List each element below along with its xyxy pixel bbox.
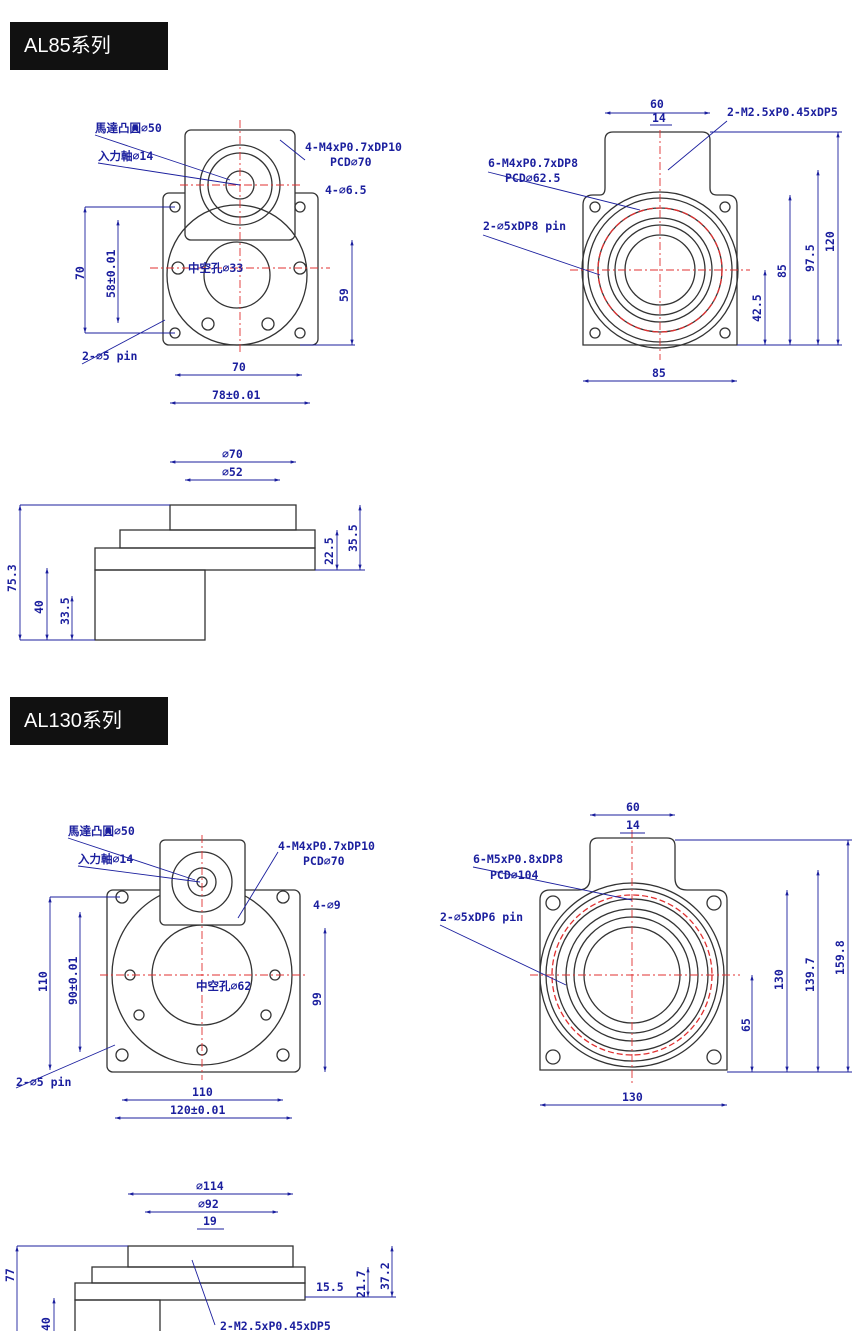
al85-pins-label: 2-⌀5 pin: [82, 349, 138, 363]
al130-side-tab-thread: 2-M2.5xP0.45xDP5: [220, 1319, 331, 1331]
al85-motor-boss-label: 馬達凸圓⌀50: [95, 121, 162, 135]
al130-pcd-label: PCD⌀70: [303, 854, 345, 868]
al85-dim-right: 59: [337, 288, 351, 302]
al130-rear-dim-center: 65: [739, 1018, 753, 1032]
al130-rear-dim-tab-inner: 14: [626, 818, 640, 832]
al130-holes-label: 4-⌀9: [313, 898, 341, 912]
al130-side-dim-hole-spacing: 19: [203, 1214, 217, 1228]
al130-side-view: [15, 1192, 396, 1331]
al130-side-dia-inner: ⌀92: [198, 1197, 219, 1211]
al85-rear-dim-total: 120: [823, 231, 837, 252]
al130-hollow-hole-label: 中空孔⌀62: [196, 979, 252, 993]
al130-pins-label: 2-⌀5 pin: [16, 1075, 72, 1089]
al130-rear-dim-total: 159.8: [833, 940, 847, 975]
al130-dim-right: 99: [310, 992, 324, 1006]
al85-hollow-hole-label: 中空孔⌀33: [188, 261, 244, 275]
al85-rear-pcd: PCD⌀62.5: [505, 171, 561, 185]
al85-rear-dim-tab-width: 60: [650, 97, 664, 111]
al130-rear-view: [439, 813, 852, 1107]
al85-rear-dim-mid: 97.5: [803, 244, 817, 272]
al130-dim-width-outer: 120±0.01: [170, 1103, 226, 1117]
al85-side-dim-lower: 22.5: [322, 537, 336, 565]
al85-holes-label: 4-⌀6.5: [325, 183, 367, 197]
al85-side-dia-inner: ⌀52: [222, 465, 243, 479]
al85-dim-pin-spacing: 58±0.01: [104, 249, 118, 298]
al85-dim-height: 70: [73, 266, 87, 280]
al85-rear-dim-plate: 85: [775, 264, 789, 278]
al85-rear-dim-width: 85: [652, 366, 666, 380]
al130-motor-boss-label: 馬達凸圓⌀50: [68, 824, 135, 838]
al130-input-shaft-label: 入力軸⌀14: [78, 852, 134, 866]
al130-side-dim-a: 15.5: [316, 1280, 344, 1294]
al130-side-dim-c: 37.2: [378, 1262, 392, 1290]
al85-rear-thread: 6-M4xP0.7xDP8: [488, 156, 579, 170]
al85-rear-dim-center: 42.5: [750, 294, 764, 322]
al130-thread-label: 4-M4xP0.7xDP10: [278, 839, 375, 853]
al85-input-shaft-label: 入力軸⌀14: [98, 149, 154, 163]
al130-rear-dim-tab-width: 60: [626, 800, 640, 814]
al85-side-view: [18, 460, 365, 641]
section-title-al130: AL130系列: [10, 697, 168, 745]
al130-rear-pcd: PCD⌀104: [490, 868, 539, 882]
al85-rear-dim-tab-inner: 14: [652, 111, 666, 125]
al85-pcd-label: PCD⌀70: [330, 155, 372, 169]
al85-side-dim-total: 75.3: [5, 564, 19, 592]
al85-dim-width-outer: 78±0.01: [212, 388, 261, 402]
al130-dim-pin-spacing: 90±0.01: [66, 956, 80, 1005]
al85-rear-pins: 2-⌀5xDP8 pin: [483, 219, 567, 233]
al85-thread-label: 4-M4xP0.7xDP10: [305, 140, 402, 154]
al85-rear-view: [482, 111, 842, 383]
al85-front-view: [81, 120, 355, 405]
al85-rear-tab-thread: 2-M2.5xP0.45xDP5: [727, 105, 838, 119]
al130-dim-height: 110: [36, 971, 50, 992]
al130-rear-pins: 2-⌀5xDP6 pin: [440, 910, 524, 924]
al130-front-view: [15, 835, 327, 1120]
al130-rear-dim-mid: 139.7: [803, 957, 817, 992]
al85-side-dim-upper: 35.5: [346, 524, 360, 552]
section-title-al85: AL85系列: [10, 22, 168, 70]
al130-rear-dim-plate: 130: [772, 969, 786, 990]
al130-dim-width-inner: 110: [192, 1085, 213, 1099]
al85-side-dim-motor-inner: 33.5: [58, 597, 72, 625]
al85-side-dim-motor: 40: [32, 600, 46, 614]
al130-side-dim-motor: 40: [39, 1317, 53, 1331]
al85-side-dia-outer: ⌀70: [222, 447, 243, 461]
al130-rear-thread: 6-M5xP0.8xDP8: [473, 852, 564, 866]
al130-side-dim-b: 21.7: [354, 1270, 368, 1298]
al130-side-dia-outer: ⌀114: [196, 1179, 224, 1193]
al85-dim-width-inner: 70: [232, 360, 246, 374]
al130-side-dim-total: 77: [3, 1268, 17, 1282]
al130-rear-dim-width: 130: [622, 1090, 643, 1104]
